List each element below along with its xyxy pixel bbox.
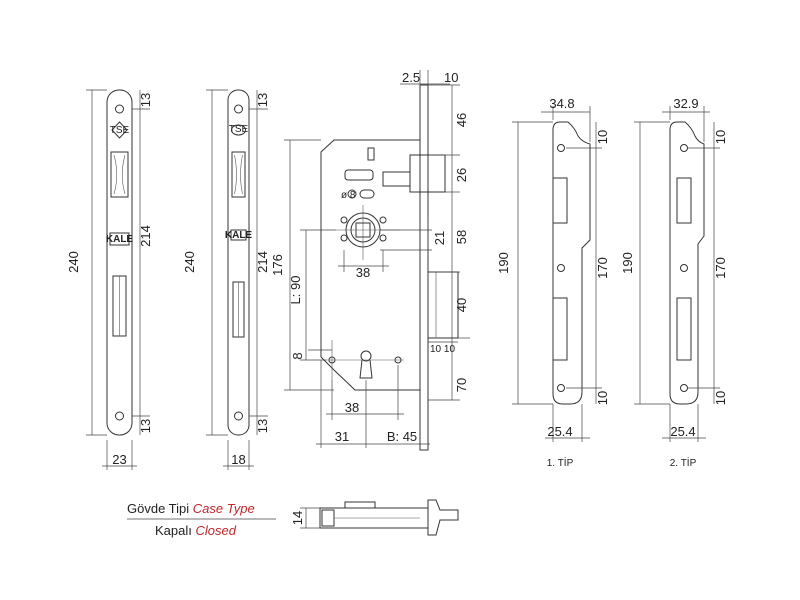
dim-176-label: 176 <box>270 254 285 276</box>
legend-closed-tr: Kapalı <box>155 523 192 538</box>
strike-2-inner-label: 170 <box>713 257 728 279</box>
strike-1-type-label: 1. TİP <box>547 456 574 469</box>
faceplate-2-latch-slot <box>231 151 246 198</box>
strike-1-base-label: 25.4 <box>547 424 572 439</box>
faceplate-1-latch-curve <box>113 154 126 195</box>
legend-case-type: Gövde Tipi Case Type <box>127 501 255 516</box>
brand-text: KALE <box>225 230 253 241</box>
dim-38-bottom-label: 38 <box>345 400 359 415</box>
strike-plate-1: 34.8 190 10 170 10 25.4 1. TİP <box>496 96 610 469</box>
faceplate-2-outline <box>227 89 250 436</box>
case-type-legend: Gövde Tipi Case Type Kapalı Closed <box>127 501 276 538</box>
strike-plate-2: 32.9 190 10 170 10 25.4 2. TİP <box>620 96 728 469</box>
strike-2-type-label: 2. TİP <box>670 456 697 469</box>
pin-hole <box>347 189 357 199</box>
dim-58-label: 58 <box>454 230 469 244</box>
dim-8-label: 8 <box>290 352 305 359</box>
legend-closed: Kapalı Closed <box>155 523 237 538</box>
dim-width-label: 23 <box>112 452 126 467</box>
dim-26-label: 26 <box>454 168 469 182</box>
strike-1-height-label: 190 <box>496 252 511 274</box>
closed-case-side-view: 14 <box>290 499 459 536</box>
faceplate-2-bottom-screw-hole <box>234 411 243 421</box>
keyhole-icon <box>360 350 372 362</box>
faceplate-2: TSE KALE 240 13 214 13 18 <box>182 89 270 470</box>
logo-text: TSE <box>229 124 249 135</box>
legend-case-type-tr: Gövde Tipi <box>127 501 189 516</box>
dim-inner-label: 214 <box>138 225 153 247</box>
faceplate-1-outline <box>106 89 133 436</box>
dim-38-top-label: 38 <box>356 265 370 280</box>
strike-plate-1-outline <box>552 121 591 405</box>
faceplate-1: TSE KALE 240 13 214 13 23 <box>66 89 153 470</box>
dim-diameter-8-label: ø 8 <box>341 190 356 201</box>
dim-70-label: 70 <box>454 378 469 392</box>
dim-21-label: 21 <box>432 231 447 245</box>
dim-31-label: 31 <box>335 429 349 444</box>
strike-2-top-label: 10 <box>713 130 728 144</box>
dim-2-5-label: 2.5 <box>402 70 420 85</box>
dim-46-label: 46 <box>454 113 469 127</box>
faceplate-1-brand-plate <box>109 232 130 246</box>
strike-plate-2-outline <box>669 121 705 405</box>
tse-logo-icon <box>111 121 128 139</box>
dim-B45-label: B: 45 <box>387 429 417 444</box>
strike-2-height-label: 190 <box>620 252 635 274</box>
strike-1-inner-label: 170 <box>595 257 610 279</box>
bolt-opening <box>676 297 692 361</box>
faceplate-1-latch-slot <box>110 151 129 198</box>
latch-opening <box>676 177 692 224</box>
dim-40-label: 40 <box>454 298 469 312</box>
strike-2-base-label: 25.4 <box>670 424 695 439</box>
dim-10-10-label: 10 10 <box>430 344 455 355</box>
dim-width-label: 18 <box>231 452 245 467</box>
strike-2-width-label: 32.9 <box>673 96 698 111</box>
lock-case-outline <box>320 139 421 391</box>
legend-closed-en: Closed <box>196 523 237 538</box>
faceplate-1-top-screw-hole <box>115 104 124 114</box>
brand-text: KALE <box>106 234 134 245</box>
faceplate-2-brand-plate <box>230 229 247 241</box>
legend-case-type-en: Case Type <box>193 501 255 516</box>
dim-L90-label: L: 90 <box>288 276 303 305</box>
dim-10-label: 10 <box>444 70 458 85</box>
logo-text: TSE <box>110 125 130 136</box>
case-side-front <box>427 499 459 536</box>
strike-1-top-label: 10 <box>595 130 610 144</box>
strike-1-bottom-label: 10 <box>595 391 610 405</box>
lock-front-plate <box>419 84 429 451</box>
dim-height-label: 240 <box>182 251 197 273</box>
dim-bottom-margin-label: 13 <box>255 419 270 433</box>
dim-top-margin-label: 13 <box>138 93 153 107</box>
case-thickness-label: 14 <box>290 511 305 525</box>
strike-1-width-label: 34.8 <box>549 96 574 111</box>
dim-height-label: 240 <box>66 251 81 273</box>
bolt-opening <box>552 297 568 361</box>
dim-inner-label: 214 <box>255 251 270 273</box>
lock-body: 2.5 10 46 26 58 40 70 21 ø 8 38 176 <box>270 70 470 451</box>
tse-logo-icon <box>231 124 246 136</box>
latch-opening <box>552 177 568 224</box>
dim-bottom-margin-label: 13 <box>138 419 153 433</box>
dim-top-margin-label: 13 <box>255 93 270 107</box>
strike-2-bottom-label: 10 <box>713 391 728 405</box>
faceplate-2-top-screw-hole <box>234 104 243 114</box>
faceplate-1-bottom-screw-hole <box>115 411 124 421</box>
